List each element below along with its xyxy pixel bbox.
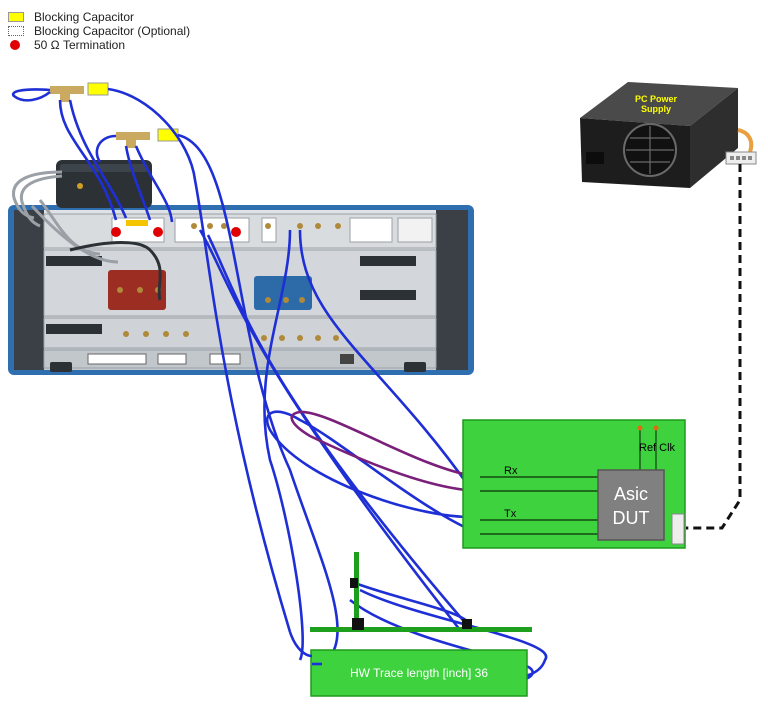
legend: Blocking Capacitor Blocking Capacitor (O… [8,10,190,52]
legend-item-blocking-capacitor: Blocking Capacitor [8,10,190,24]
blocking-capacitor-bottom [116,128,179,148]
blocking-capacitor-top [50,82,109,102]
purple-rx-cables [290,410,481,493]
yellow-swatch-icon [8,12,24,22]
red-dot-icon [10,40,20,50]
pc-power-supply [580,82,757,188]
asic-label: Asic [614,484,648,504]
reference-module [56,160,152,208]
rx-label: Rx [504,465,518,477]
power-cable [686,164,742,530]
power-supply-label-line2: Supply [641,104,671,114]
trace-length-label: HW Trace length [inch] 36 [350,666,488,680]
legend-item-blocking-capacitor-optional: Blocking Capacitor (Optional) [8,24,190,38]
trace-board-cable-ends [288,631,322,666]
gray-reference-cables [12,170,119,264]
ref-clk-label: Ref Clk [639,442,676,454]
legend-label: Blocking Capacitor [34,10,135,24]
dut-board [462,419,686,549]
legend-label: 50 Ω Termination [34,38,126,52]
black-jumper-cable [69,241,162,301]
legend-item-termination: 50 Ω Termination [8,38,190,52]
legend-label: Blocking Capacitor (Optional) [34,24,191,38]
trace-fixture [310,552,532,697]
dotted-swatch-icon [8,26,24,36]
power-supply-label-line1: PC Power [635,94,678,104]
tx-label: Tx [504,508,517,520]
dut-label: DUT [613,508,650,528]
